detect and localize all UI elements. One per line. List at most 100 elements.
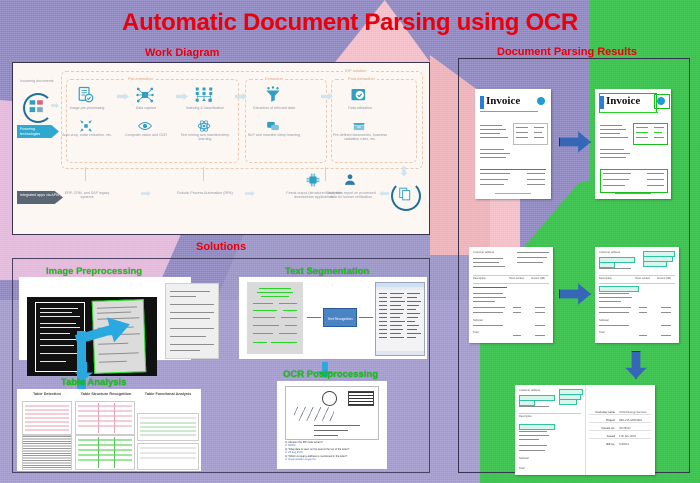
bottom-caption-feeds-output: Feeds output (structured data) into down… [286, 191, 342, 200]
result-doc-final-extraction: Customer address Description Subtotal To… [515, 385, 655, 475]
detail-right-hours-label: Hours worked [635, 277, 650, 280]
extracted-value-1: REF-245-HBR-REG [619, 419, 643, 422]
integrated-apps-chip: Integrated apps via APIs [17, 191, 63, 204]
step-caption-image-preprocessing: Image pre-processing [69, 106, 105, 110]
step-arrow-4-icon [321, 93, 333, 100]
incoming-documents-label: Incoming documents [20, 79, 54, 83]
qa-list: Q: Mention the ZIP code written? A: 6006… [285, 441, 381, 461]
step-caption-indexing-classification: Indexing & classification [185, 106, 225, 110]
extracted-key-0: Customer name [595, 411, 615, 414]
section-title-results: Document Parsing Results [497, 46, 637, 58]
incoming-docs-icon [29, 99, 44, 114]
table-analysis-caption-detection: Table Detection [33, 392, 61, 396]
step-caption-extraction-relevant-data: Extraction of relevant data [253, 106, 295, 110]
stage-box-extraction [245, 79, 327, 163]
receipt-with-green-text-boxes [247, 282, 303, 354]
detail-left-description-label: Description [473, 277, 486, 280]
result-doc-detail-highlighted: Customer address Description Hours worke… [595, 247, 679, 343]
folder-check-icon [349, 86, 369, 104]
page-title: Automatic Document Parsing using OCR [122, 9, 578, 36]
chip-icon [303, 173, 323, 187]
table-detection-thumb [22, 401, 72, 435]
final-customer-address-label: Customer address [519, 389, 541, 392]
solutions-panel: Image Preprocessing [12, 258, 430, 473]
documents-stack-icon [398, 187, 412, 201]
detail-right-description-label: Description [599, 277, 612, 280]
subsection-title-ocr-postprocessing: OCR Postprocessing [283, 369, 379, 380]
step-arrow-1-icon [117, 93, 129, 100]
table-structure-thumb-2 [75, 435, 135, 470]
connector-line-3 [325, 167, 326, 181]
entry-arrow-icon [51, 103, 59, 108]
extracted-field-row: Issued 17th Nov 2018 [589, 435, 651, 439]
nlp-icon [263, 119, 283, 133]
table-detection-page-thumb [22, 435, 72, 470]
funnel-icon [263, 86, 283, 104]
detail-left-customer-address-label: Customer address [473, 251, 495, 254]
result-arrow-row-2 [559, 283, 591, 305]
extracted-field-row: Invoice no. INV78244 [589, 427, 651, 431]
invoice-title-left: Invoice [486, 95, 521, 107]
stage-label-pre-extraction: Pre-extraction [126, 76, 155, 81]
section-title-solutions: Solutions [196, 241, 247, 253]
extracted-field-row: Customer name Oxford Energy Services [589, 411, 651, 415]
ocr-postprocessing-card: Q: Mention the ZIP code written? A: 6006… [277, 381, 387, 469]
extracted-field-row: Project REF-245-HBR-REG [589, 419, 651, 423]
atom-icon [194, 119, 214, 133]
envelope-signature [294, 407, 334, 421]
detail-left-subtotal-label: Subtotal [473, 319, 483, 322]
table-functional-thumb [137, 413, 199, 441]
detail-left-total-label: Total [473, 331, 479, 334]
final-subtotal-label: Subtotal [519, 457, 529, 460]
extracted-key-4: Bill no. [606, 443, 615, 446]
arrow-to-output-window [359, 317, 373, 318]
output-circle-icon [391, 181, 421, 211]
step-arrow-3-icon [235, 93, 247, 100]
subsection-title-image-preprocessing: Image Preprocessing [46, 266, 143, 277]
detail-left-hours-label: Hours worked [509, 277, 524, 280]
result-doc-invoice-annotated: Invoice [595, 89, 671, 199]
final-description-label: Description [519, 415, 532, 418]
detail-left-amount-label: Amount (GB) [531, 277, 545, 280]
bottom-caption-erp: ERP, CRM, and SAP legacy systems [64, 191, 110, 200]
bottom-arrow-1-icon [141, 191, 151, 196]
qa-item-1-answer: A: 60062 [285, 444, 296, 448]
qa-item-2-question: Q: What date is seen on the seal at the … [285, 447, 350, 451]
result-doc-invoice-plain: Invoice [475, 89, 551, 199]
tech-caption-taxonomies: Pre-defined taxonomies, business validat… [332, 133, 388, 142]
archive-icon [349, 119, 369, 133]
person-icon [340, 173, 360, 186]
bottom-arrow-2-icon [245, 191, 255, 196]
table-structure-thumb-1 [75, 401, 135, 435]
extracted-value-3: 17th Nov 2018 [619, 435, 636, 438]
step-caption-data-capture: Data capture [135, 106, 157, 110]
bottom-caption-generates-report: Generates report on processed data for h… [326, 191, 376, 200]
incoming-circle-icon [23, 93, 53, 123]
idp-solution-label: IDP solution [343, 68, 369, 73]
tech-caption-nlp: NLP and machine /deep learning [247, 133, 301, 137]
section-title-work-diagram: Work Diagram [145, 47, 220, 59]
qa-item-3-answer: A: Great western sugar Co. [285, 458, 317, 462]
text-recognition-box: Text Recognition [323, 308, 357, 327]
tech-caption-auto-crop: Auto-crop, noise reduction, etc. [62, 133, 112, 137]
stage-label-post-extraction: Post-extraction [346, 76, 377, 81]
qa-item-1-question: Q: Mention the ZIP code written? [285, 441, 323, 444]
idp-solution-box [61, 71, 423, 169]
step-caption-data-validation: Data validation [348, 106, 372, 110]
document-check-icon [76, 86, 96, 104]
arrow-to-recognition [307, 317, 321, 318]
hierarchy-icon [194, 86, 214, 104]
extracted-key-3: Issued [606, 435, 615, 438]
eye-scan-icon [135, 119, 155, 133]
ocr-output-text-window [375, 282, 425, 356]
result-arrow-row-3 [625, 351, 647, 379]
result-doc-detail-plain: Customer address Description Hours worke… [469, 247, 553, 343]
stage-box-post-extraction [331, 79, 417, 163]
step-arrow-2-icon [176, 93, 188, 100]
connector-line-2 [203, 167, 204, 181]
table-analysis-caption-functional: Table Functional Analysis [144, 392, 192, 396]
data-capture-icon [135, 86, 155, 104]
detail-right-amount-label: Amount (GB) [657, 277, 671, 280]
extracted-value-2: INV78244 [619, 427, 631, 430]
